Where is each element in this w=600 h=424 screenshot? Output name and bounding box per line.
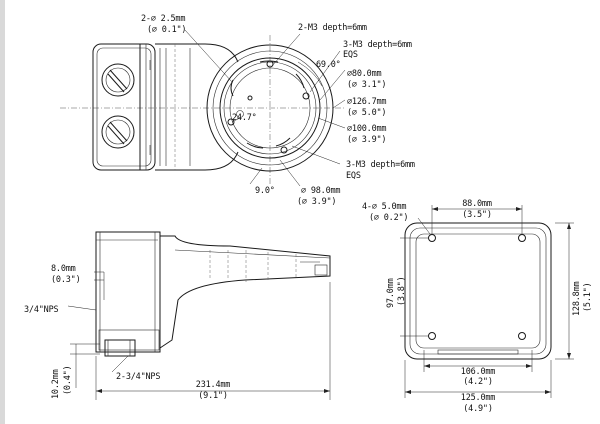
angle-24-label: 24.7°	[232, 113, 257, 123]
dim-125-label: 125.0mm	[460, 393, 496, 403]
dim-10-label: 10.2mm	[51, 369, 61, 399]
dia-126-label: ∅126.7mm	[347, 97, 387, 107]
dim-106-label: 106.0mm	[460, 367, 496, 377]
dim-10-inch-label: (0.4")	[63, 365, 73, 395]
dim-88-label: 88.0mm	[462, 199, 492, 209]
dim-231-inch-label: (9.1")	[198, 391, 228, 401]
angle-9-label: 9.0°	[255, 186, 275, 196]
dim-128-inch-label: (5.1")	[583, 282, 593, 312]
dia-98-label: ∅ 98.0mm	[301, 186, 341, 196]
left-edge-bar	[0, 0, 5, 424]
eqs-bottom-label: EQS	[346, 171, 361, 181]
dim-97-label: 97.0mm	[386, 278, 396, 308]
top-view-outline	[60, 29, 346, 187]
back-view-outline	[400, 205, 574, 398]
angle-69-label: 69.0°	[316, 60, 341, 70]
m3-eqs-bottom-label: 3-M3 depth=6mm	[346, 160, 415, 170]
dia-98-inch-label: (∅ 3.9")	[297, 197, 337, 207]
dia-80-inch-label: (∅ 3.1")	[347, 80, 387, 90]
dia-100-inch-label: (∅ 3.9")	[347, 135, 387, 145]
dia-100-label: ∅100.0mm	[347, 124, 387, 134]
dim-8-inch-label: (0.3")	[51, 275, 81, 285]
dim-106-inch-label: (4.2")	[463, 377, 493, 387]
side-view-outline	[67, 231, 331, 400]
dia-80-label: ∅80.0mm	[347, 69, 382, 79]
dim-231-label: 231.4mm	[195, 380, 231, 390]
dim-8-label: 8.0mm	[51, 264, 76, 274]
dim-125-inch-label: (4.9")	[463, 404, 493, 414]
holes-label: 4-∅ 5.0mm	[362, 202, 407, 212]
m3-eqs-top-label: 3-M3 depth=6mm	[343, 40, 412, 50]
hole-dia-label: 2-∅ 2.5mm	[141, 14, 186, 24]
nps-bottom-label: 2-3/4"NPS	[116, 372, 161, 382]
dia-126-inch-label: (∅ 5.0")	[347, 108, 387, 118]
hole-dia-inch-label: (∅ 0.1")	[147, 25, 187, 35]
dim-128-label: 128.8mm	[572, 281, 582, 316]
dim-97-inch-label: (3.8")	[397, 276, 407, 306]
nps-left-label: 3/4"NPS	[24, 305, 59, 315]
dim-88-inch-label: (3.5")	[462, 210, 492, 220]
m3-top-label: 2-M3 depth=6mm	[298, 23, 367, 33]
holes-inch-label: (∅ 0.2")	[369, 213, 409, 223]
eqs-top-label: EQS	[343, 50, 358, 60]
